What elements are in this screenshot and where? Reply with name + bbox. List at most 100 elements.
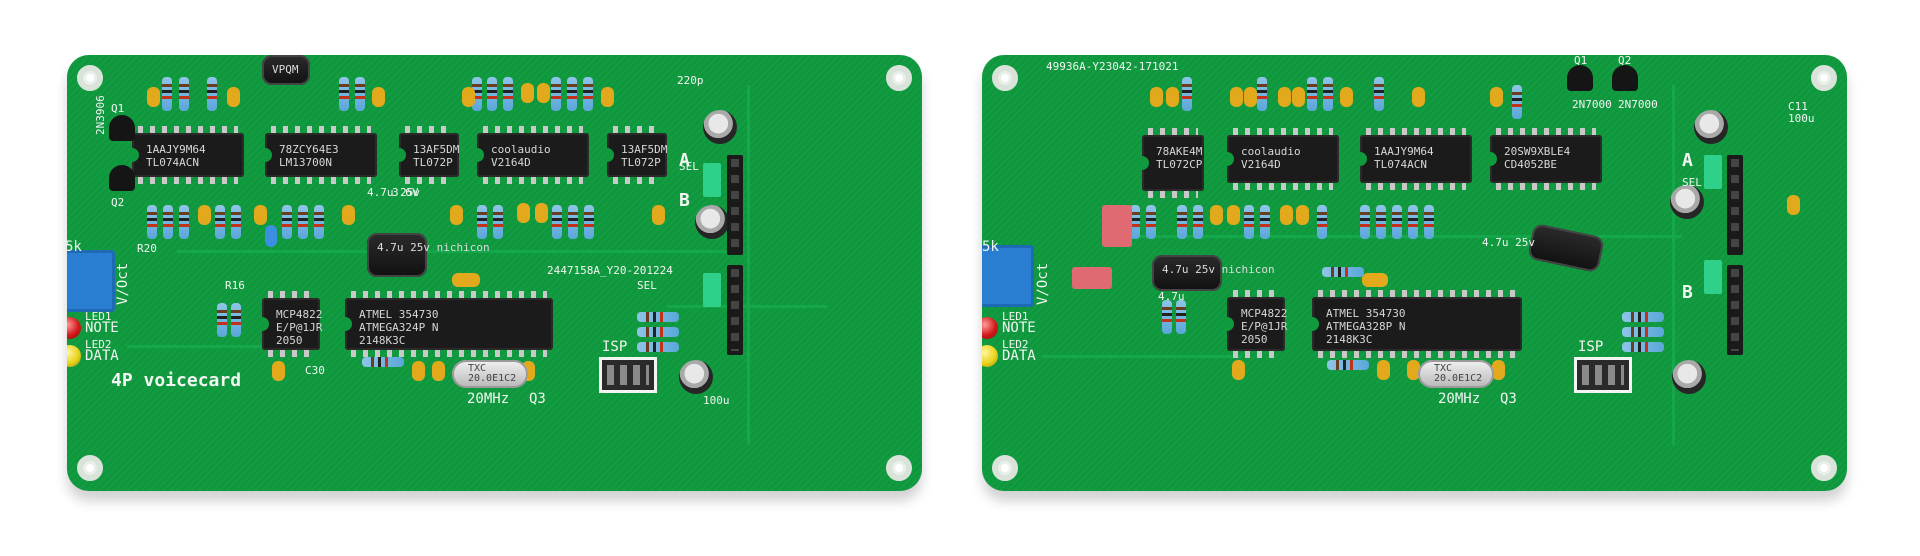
pin-header[interactable] xyxy=(1727,155,1743,255)
resistor xyxy=(215,205,225,239)
ic1-tl074: 1AAJY9M64 TL074ACN xyxy=(131,126,244,184)
silk-label: SEL xyxy=(679,160,699,173)
ic4-v2164: coolaudio V2164D xyxy=(476,126,589,184)
silk-label: NOTE xyxy=(85,320,119,336)
copper-trace xyxy=(177,250,737,253)
resistor xyxy=(1244,205,1254,239)
transistor-q2 xyxy=(1612,65,1638,91)
ic-marking: 1AAJY9M64 TL074ACN xyxy=(1374,145,1434,171)
resistor xyxy=(231,303,241,337)
board-title: 4P voicecard xyxy=(111,370,242,391)
capacitor xyxy=(147,87,160,107)
capacitor xyxy=(1492,360,1505,380)
capacitor xyxy=(1150,87,1163,107)
ic4-cd4052: 20SW9XBLE4 CD4052BE xyxy=(1489,128,1602,190)
mounting-hole xyxy=(77,65,103,91)
capacitor xyxy=(517,203,530,223)
resistor xyxy=(217,303,227,337)
mounting-hole xyxy=(992,455,1018,481)
resistor xyxy=(567,77,577,111)
silk-label: B xyxy=(1682,282,1693,303)
ic6-atmega328: ATMEL 354730 ATMEGA328P N 2148K3C xyxy=(1311,290,1522,358)
capacitor-marking: 4.7u 25v nichicon xyxy=(377,241,490,254)
jumper-a-b[interactable] xyxy=(703,163,721,197)
pcb-voicecard-left: 1AAJY9M64 TL074ACN 78ZCY64E3 LM13700N 13… xyxy=(67,55,922,491)
transistor-q1 xyxy=(1567,65,1593,91)
mounting-hole xyxy=(886,65,912,91)
ic5-tl072: 13AF5DM TL072P xyxy=(606,126,668,184)
jumper-a-b[interactable] xyxy=(703,273,721,307)
mounting-hole xyxy=(77,455,103,481)
capacitor xyxy=(1490,87,1503,107)
isp-header[interactable] xyxy=(599,357,657,393)
ic-marking: 78AKE4M TL072CP xyxy=(1156,145,1203,171)
silk-label: Q1 xyxy=(1574,55,1588,67)
resistor xyxy=(362,357,404,367)
resistor xyxy=(163,205,173,239)
silk-label: LED1 xyxy=(85,310,112,323)
capacitor xyxy=(1377,360,1390,380)
resistor xyxy=(1424,205,1434,239)
capacitor xyxy=(1296,205,1309,225)
capacitor xyxy=(521,83,534,103)
resistor xyxy=(1512,85,1522,119)
capacitor xyxy=(462,87,475,107)
trimmer-potentiometer[interactable] xyxy=(67,250,115,312)
electrolytic-capacitor xyxy=(703,110,737,144)
resistor xyxy=(1622,327,1664,337)
crystal-20mhz: TXC 20.0E1C2 xyxy=(452,360,528,388)
pin-header[interactable] xyxy=(727,265,743,355)
ic-marking: coolaudio V2164D xyxy=(491,143,551,169)
mounting-hole xyxy=(992,65,1018,91)
silk-label: R16 xyxy=(225,279,245,292)
resistor xyxy=(1622,312,1664,322)
trimmer-potentiometer[interactable] xyxy=(982,245,1034,307)
pin-header[interactable] xyxy=(1727,265,1743,355)
ic-marking: 78ZCY64E3 LM13700N xyxy=(279,143,339,169)
capacitor xyxy=(1227,205,1240,225)
resistor xyxy=(1327,360,1369,370)
led1-red xyxy=(67,317,81,339)
resistor xyxy=(637,312,679,322)
ic-marking: 13AF5DM TL072P xyxy=(621,143,668,169)
resistor xyxy=(1182,77,1192,111)
ic5-mcp4822: MCP4822 E/P@1JR 2050 xyxy=(1226,290,1288,358)
silk-label: 100u xyxy=(703,394,730,407)
ic-marking: ATMEL 354730 ATMEGA328P N 2148K3C xyxy=(1326,307,1406,346)
resistor xyxy=(1193,205,1203,239)
resistor xyxy=(1622,342,1664,352)
ic-marking: coolaudio V2164D xyxy=(1241,145,1301,171)
capacitor xyxy=(1166,87,1179,107)
resistor xyxy=(162,77,172,111)
crystal-20mhz: TXC 20.0E1C2 xyxy=(1418,360,1494,388)
silk-label: 220p xyxy=(677,74,704,87)
silk-label: Q2 xyxy=(1618,55,1632,67)
capacitor xyxy=(1412,87,1425,107)
electrolytic-capacitor xyxy=(695,205,729,239)
capacitor xyxy=(412,361,425,381)
isp-header[interactable] xyxy=(1574,357,1632,393)
silk-label: C30 xyxy=(305,364,325,377)
jumper-a-b[interactable] xyxy=(1704,155,1722,189)
capacitor-marking: 4.7u 25v nichicon xyxy=(1162,263,1275,276)
pin-header[interactable] xyxy=(727,155,743,255)
resistor xyxy=(231,205,241,239)
resistor xyxy=(1146,205,1156,239)
silk-label: Q3 xyxy=(1500,391,1517,407)
silk-label: NOTE xyxy=(1002,320,1036,336)
film-capacitor xyxy=(1072,267,1112,289)
capacitor xyxy=(1292,87,1305,107)
silk-label: B xyxy=(679,190,690,211)
capacitor xyxy=(1362,273,1388,287)
silk-label: LED2 xyxy=(85,338,112,351)
silk-label: 20MHz xyxy=(467,391,510,407)
electrolytic-capacitor xyxy=(1672,360,1706,394)
silk-label: Q3 xyxy=(529,391,546,407)
resistor xyxy=(314,205,324,239)
silk-label: LED1 xyxy=(1002,310,1029,323)
silk-label: 4.7u 25v xyxy=(1482,236,1535,249)
silk-label: A xyxy=(679,150,690,171)
jumper-a-b[interactable] xyxy=(1704,260,1722,294)
capacitor xyxy=(432,361,445,381)
ic-marking: MCP4822 E/P@1JR 2050 xyxy=(1241,307,1288,346)
